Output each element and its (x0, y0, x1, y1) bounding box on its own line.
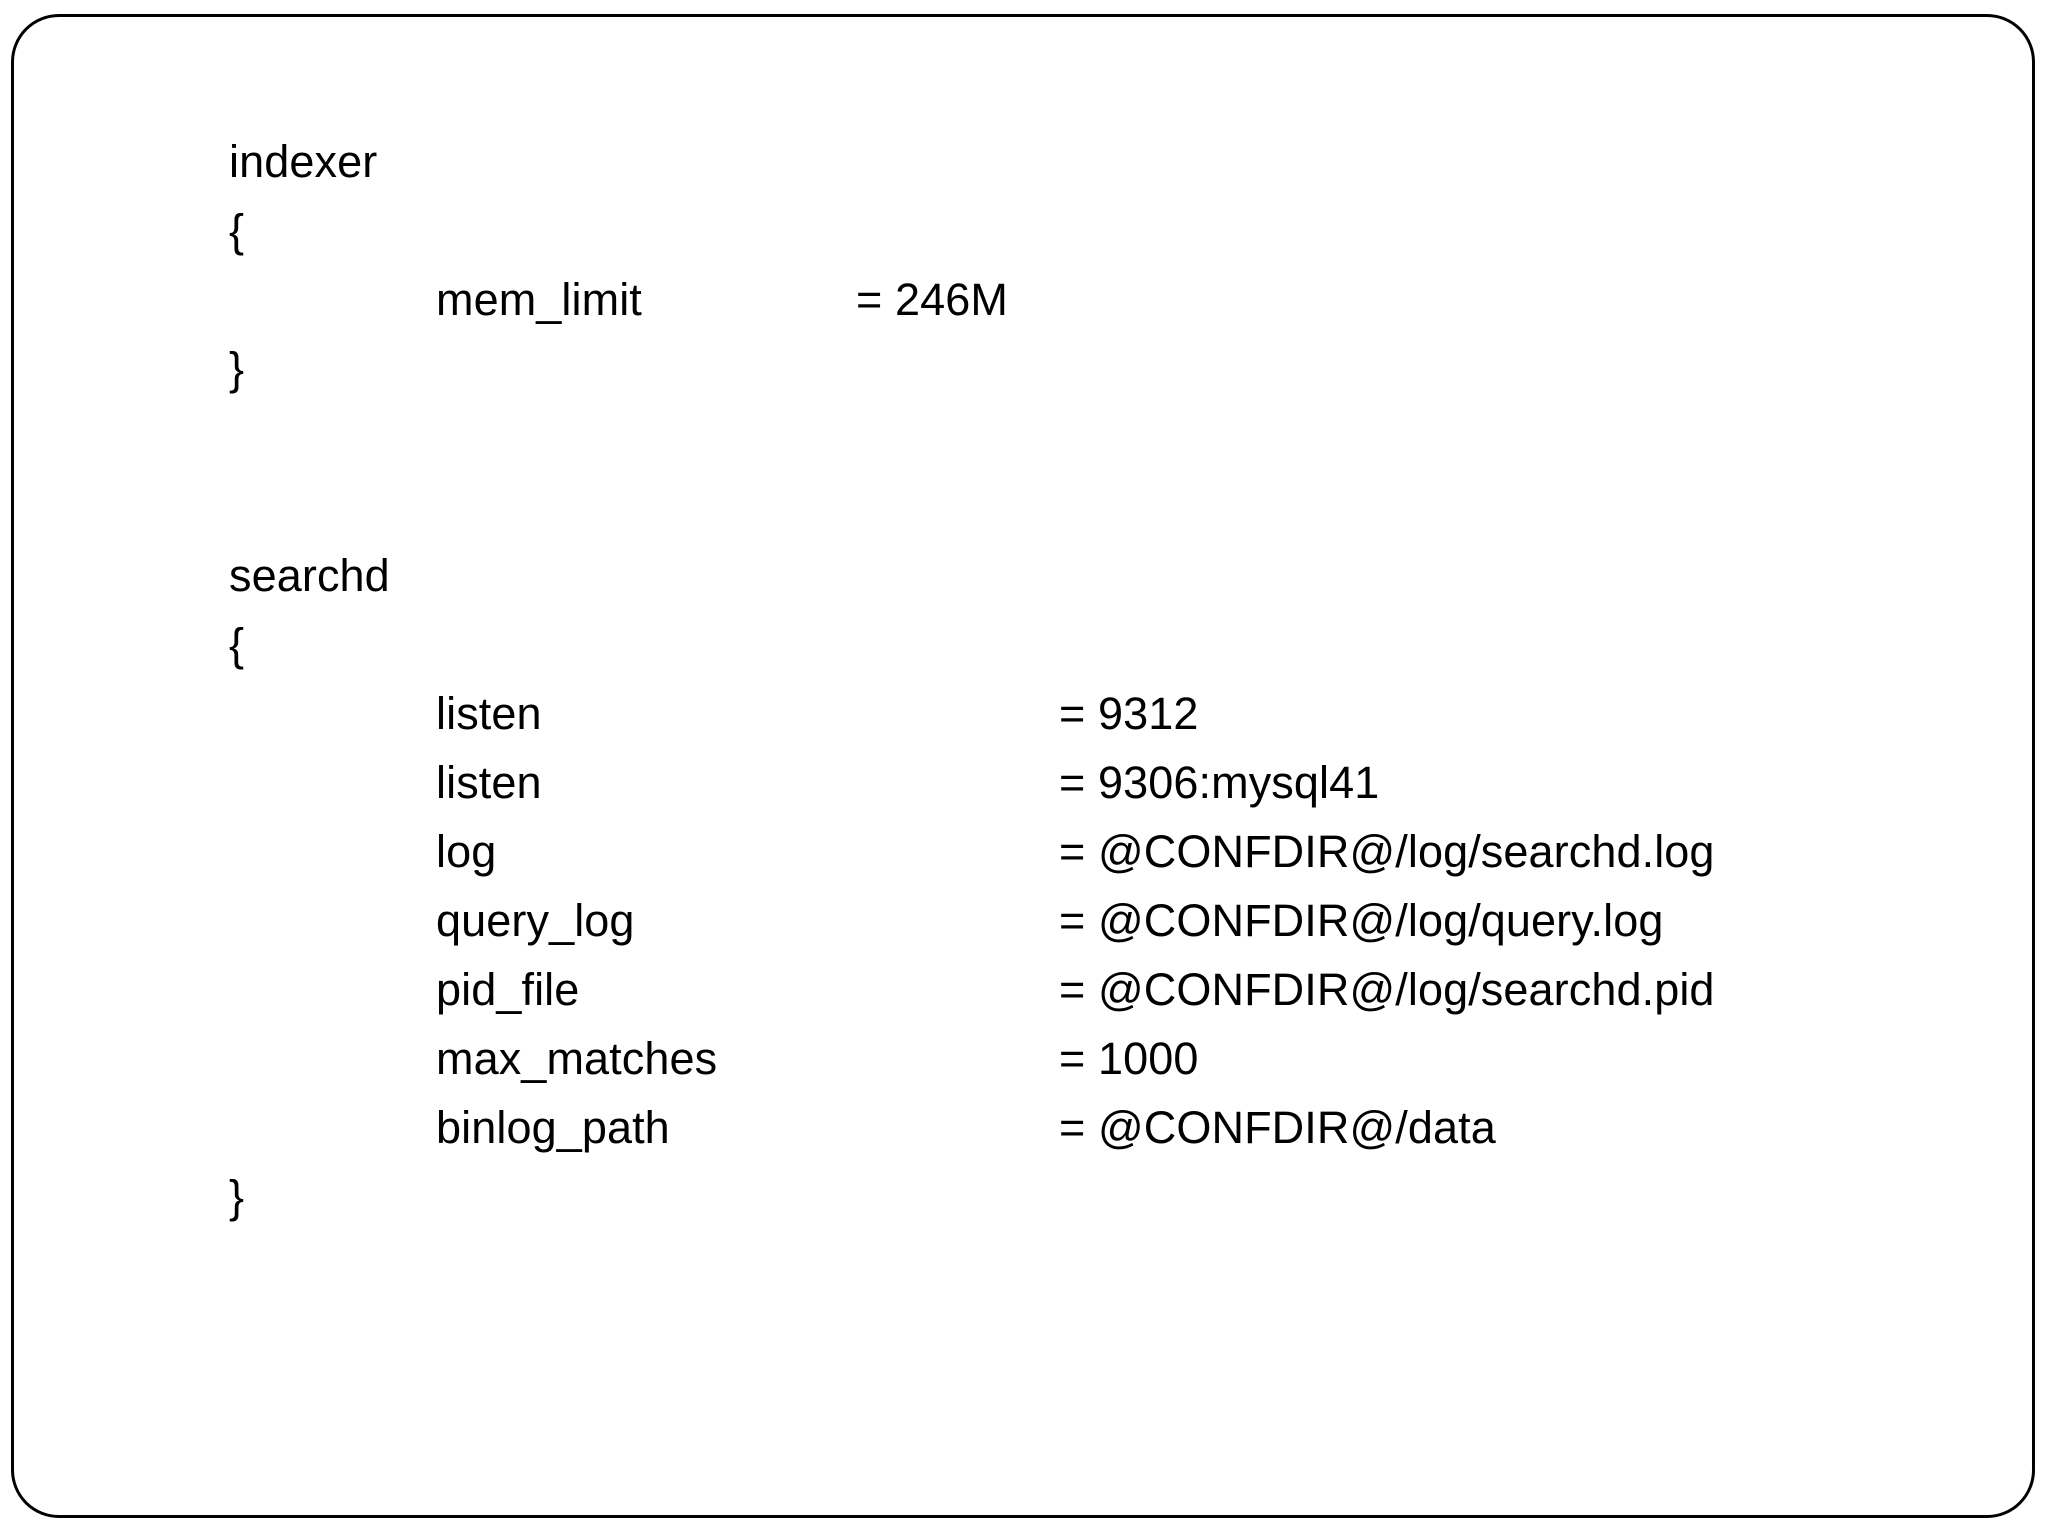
setting-value-text: @CONFDIR@/log/query.log (1098, 895, 1664, 946)
section-open-brace-indexer: { (229, 196, 1989, 265)
section-name: searchd (229, 550, 390, 601)
setting-row-max-matches: max_matches = 1000 (229, 1024, 1989, 1093)
equals-sign: = (1059, 964, 1086, 1015)
setting-row-listen-2: listen = 9306:mysql41 (229, 748, 1989, 817)
setting-value: = @CONFDIR@/log/searchd.log (1059, 817, 1715, 886)
slide-frame: indexer { mem_limit = 246M } searchd { li… (11, 14, 2035, 1518)
section-header-searchd: searchd (229, 541, 1989, 610)
section-header-indexer: indexer (229, 127, 1989, 196)
open-brace: { (229, 205, 245, 256)
setting-row-log: log = @CONFDIR@/log/searchd.log (229, 817, 1989, 886)
setting-value: = 9312 (1059, 679, 1199, 748)
equals-sign: = (1059, 1033, 1086, 1084)
config-code-block: indexer { mem_limit = 246M } searchd { li… (229, 127, 1989, 1231)
setting-key: log (436, 826, 497, 877)
setting-key: binlog_path (436, 1102, 670, 1153)
setting-value: = 1000 (1059, 1024, 1199, 1093)
equals-sign: = (1059, 895, 1086, 946)
setting-key: listen (436, 688, 542, 739)
equals-sign: = (1059, 757, 1086, 808)
section-close-brace-indexer: } (229, 334, 1989, 403)
setting-row-listen-1: listen = 9312 (229, 679, 1989, 748)
setting-key: max_matches (436, 1033, 718, 1084)
setting-row-mem-limit: mem_limit = 246M (229, 265, 1989, 334)
blank-line (229, 472, 1989, 541)
setting-value-text: @CONFDIR@/log/searchd.pid (1098, 964, 1715, 1015)
blank-line (229, 403, 1989, 472)
setting-value-text: 246M (895, 274, 1008, 325)
equals-sign: = (1059, 826, 1086, 877)
open-brace: { (229, 619, 245, 670)
section-close-brace-searchd: } (229, 1162, 1989, 1231)
setting-value: = @CONFDIR@/data (1059, 1093, 1496, 1162)
setting-value-text: @CONFDIR@/data (1098, 1102, 1496, 1153)
setting-value-text: 1000 (1098, 1033, 1199, 1084)
close-brace: } (229, 1171, 245, 1222)
setting-row-binlog-path: binlog_path = @CONFDIR@/data (229, 1093, 1989, 1162)
setting-value-text: 9306:mysql41 (1098, 757, 1380, 808)
equals-sign: = (1059, 688, 1086, 739)
setting-value: = @CONFDIR@/log/query.log (1059, 886, 1663, 955)
setting-value: = 246M (856, 265, 1008, 334)
setting-row-query-log: query_log = @CONFDIR@/log/query.log (229, 886, 1989, 955)
section-name: indexer (229, 136, 378, 187)
setting-value-text: 9312 (1098, 688, 1199, 739)
equals-sign: = (856, 274, 883, 325)
setting-value: = 9306:mysql41 (1059, 748, 1379, 817)
setting-key: pid_file (436, 964, 580, 1015)
equals-sign: = (1059, 1102, 1086, 1153)
setting-value: = @CONFDIR@/log/searchd.pid (1059, 955, 1715, 1024)
setting-key: mem_limit (436, 274, 642, 325)
close-brace: } (229, 343, 245, 394)
setting-row-pid-file: pid_file = @CONFDIR@/log/searchd.pid (229, 955, 1989, 1024)
setting-value-text: @CONFDIR@/log/searchd.log (1098, 826, 1715, 877)
setting-key: query_log (436, 895, 635, 946)
section-open-brace-searchd: { (229, 610, 1989, 679)
setting-key: listen (436, 757, 542, 808)
